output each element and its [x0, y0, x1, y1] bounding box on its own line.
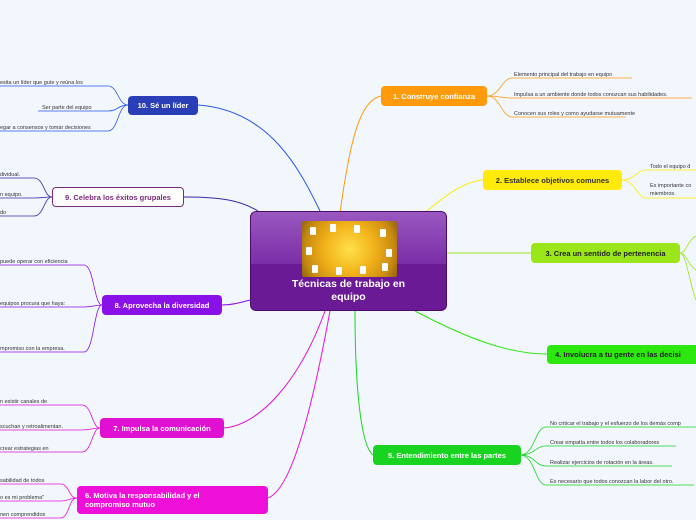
leaf-b6-3: nen comprendidos — [0, 512, 46, 518]
leaf-b5-4: Es necesario que todos conozcan la labor… — [550, 479, 674, 485]
leaf-b9-1: dividual. — [0, 172, 21, 178]
central-title: Técnicas de trabajo en equipo — [291, 278, 406, 303]
leaf-b8-1: puede operar con eficiencia — [0, 259, 68, 265]
leaf-b8-2: equipos procura que haya: — [0, 301, 66, 307]
leaf-b5-1: No criticar el trabajo y el esfuerzo de … — [550, 421, 681, 427]
branch-aprovecha-diversidad[interactable]: 8. Aprovecha la diversidad — [102, 295, 222, 315]
leaf-b1-1: Elemento principal del trabajo en equipo — [514, 72, 613, 78]
leaf-b1-2: Impulsa a un ambiente donde todos conozc… — [514, 92, 668, 98]
leaf-b5-2: Crear empatía entre todos los colaborado… — [550, 440, 660, 446]
link-b9 — [183, 196, 259, 212]
branch-objetivos-comunes[interactable]: 2. Establece objetivos comunes — [483, 170, 622, 190]
leaf-b6-2: o es mi problema" — [0, 495, 45, 501]
leaf-b8-3: mpromiso con la empresa. — [0, 346, 65, 352]
central-topic[interactable]: Técnicas de trabajo en equipo — [250, 211, 447, 311]
leaf-b1-3: Conocen sus roles y como ayudarse mutuam… — [514, 111, 636, 117]
branch-involucra-decisiones[interactable]: 4. Involucra a tu gente en las decisi — [547, 345, 696, 364]
leaf-b2-2: Es importante co — [650, 183, 692, 189]
branch-sentido-pertenencia[interactable]: 3. Crea un sentido de pertenencia — [531, 243, 680, 263]
leaf-b6-1: sabilidad de todos — [0, 478, 45, 484]
link-b1 — [339, 95, 382, 214]
link-b7 — [223, 310, 326, 429]
leaf-b10-1: esita un líder que guíe y reúna los — [0, 80, 83, 86]
leaf-b2-1: Todo el equipo d — [650, 164, 691, 170]
branch-se-un-lider[interactable]: 10. Sé un líder — [128, 96, 198, 115]
link-b4 — [414, 310, 548, 355]
branch-celebra-exitos[interactable]: 9. Celebra los éxitos grupales — [52, 187, 184, 207]
leaf-b9-3: do — [0, 210, 7, 216]
link-b10 — [197, 104, 321, 212]
leaf-b7-1: n existir canales de — [0, 399, 48, 405]
leaf-b7-3: crear estrategias en — [0, 446, 49, 452]
team-hands-image — [302, 221, 397, 277]
leaf-b10-3: egar a consensos y tomar decisiones — [0, 125, 91, 131]
link-b5 — [354, 310, 374, 456]
leaf-b10-2: Ser parte del equipo — [42, 105, 92, 111]
leaf-b5-3: Realizar ejercicios de rotación en la ár… — [550, 460, 654, 466]
leaf-b9-2: n equipo. — [0, 192, 23, 198]
link-b6 — [267, 310, 331, 499]
leaf-b2-3: miembros. — [650, 191, 676, 197]
branch-impulsa-comunicacion[interactable]: 7. Impulsa la comunicación — [100, 418, 224, 438]
leaf-b7-2: scuchan y retroalimentan. — [0, 424, 63, 430]
branch-entendimiento-partes[interactable]: 5. Entendimiento entre las partes — [373, 445, 521, 465]
link-b8 — [221, 299, 251, 306]
branch-construye-confianza[interactable]: 1. Construye confianza — [381, 86, 487, 106]
